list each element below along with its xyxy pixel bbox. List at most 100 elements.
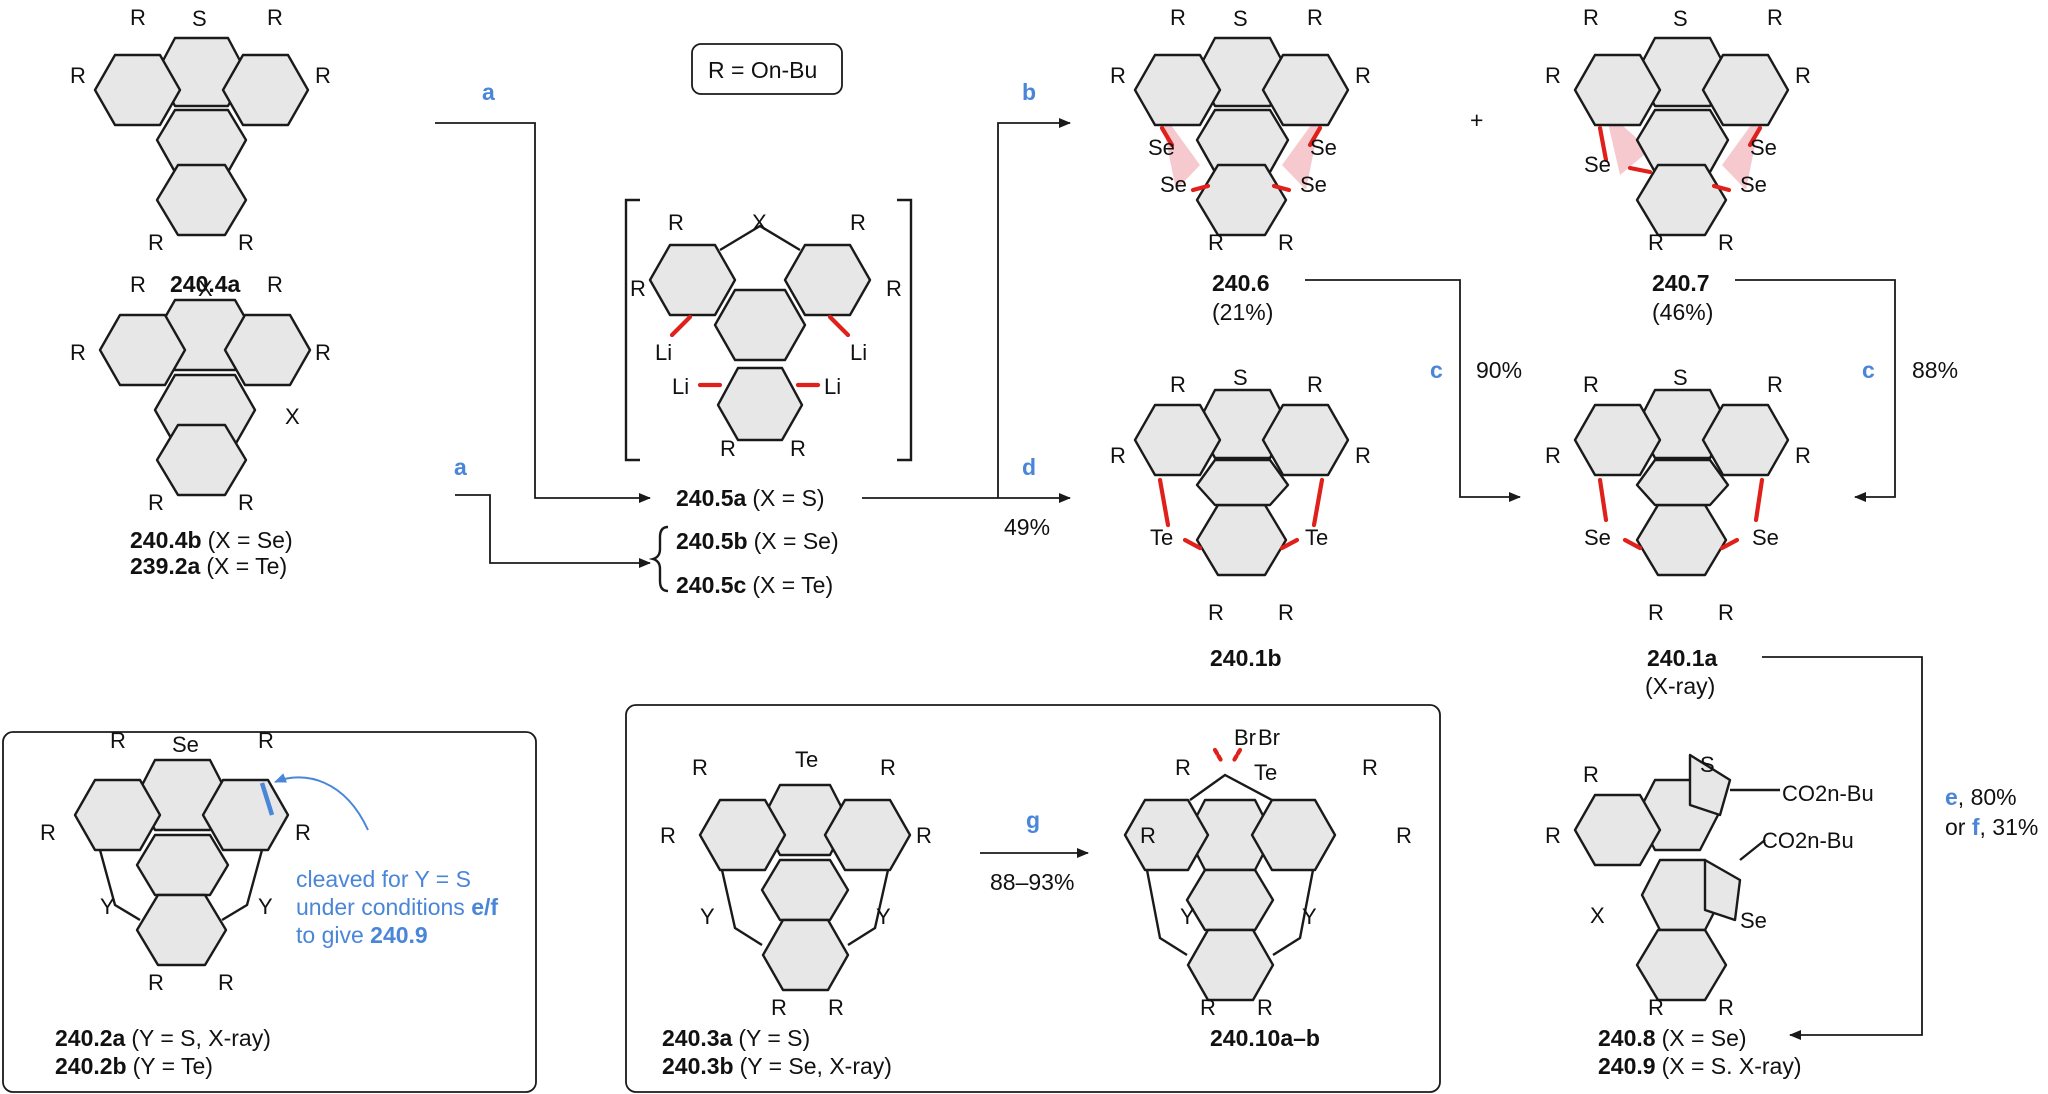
atom-r: R [692, 755, 708, 780]
yield-e: , 80% [1958, 784, 2017, 810]
compound-label: 240.3b [662, 1053, 734, 1079]
plus-sign: + [1470, 107, 1483, 133]
atom-r: R [880, 755, 896, 780]
svg-text:or f, 31%: or f, 31% [1945, 814, 2038, 840]
atom-r: R [1170, 372, 1186, 397]
atom-r: R [1648, 230, 1664, 255]
condition-d: d [1022, 454, 1036, 480]
note-line-1: cleaved for Y = S [296, 866, 471, 892]
yield-f: , 31% [1980, 814, 2039, 840]
condition-a: a [482, 79, 495, 105]
molecule-240-4b: X X R R R R R R 240.4b(X = Se) 239.2a(X … [70, 272, 331, 579]
atom-te: Te [795, 747, 818, 772]
atom-r: R [1545, 63, 1561, 88]
atom-r: R [1278, 230, 1294, 255]
atom-r: R [1110, 63, 1126, 88]
atom-r: R [258, 728, 274, 753]
atom-r: R [1170, 5, 1186, 30]
atom-r: R [720, 436, 736, 461]
svg-text:240.5a(X = S): 240.5a(X = S) [676, 485, 825, 511]
compound-note: (X = Se) [754, 528, 839, 554]
atom-r: R [70, 340, 86, 365]
compound-note: (X = S) [752, 485, 824, 511]
atom-r: R [1583, 762, 1599, 787]
atom-r: R [1648, 995, 1664, 1020]
molecule-240-6: S Se Se Se Se R R R R R R 240.6 (21%) [1110, 5, 1371, 325]
atom-r: R [70, 63, 86, 88]
atom-se: Se [1584, 152, 1611, 177]
atom-r: R [1110, 443, 1126, 468]
atom-r: R [1175, 755, 1191, 780]
compound-label: 240.2b [55, 1053, 127, 1079]
atom-r: R [1208, 600, 1224, 625]
atom-y: Y [258, 894, 273, 919]
atom-y: Y [876, 904, 891, 929]
compound-note: (Y = Te) [133, 1053, 213, 1079]
svg-text:240.5b(X = Se): 240.5b(X = Se) [676, 528, 839, 554]
atom-se: Se [1148, 135, 1175, 160]
svg-text:240.2b(Y = Te): 240.2b(Y = Te) [55, 1053, 213, 1079]
atom-br: Br [1258, 725, 1280, 750]
atom-r: R [238, 490, 254, 515]
arrow-a-top: a [435, 79, 651, 503]
atom-s: S [1233, 365, 1248, 390]
atom-te: Te [1254, 760, 1277, 785]
atom-r: R [886, 276, 902, 301]
compound-label: 240.8 [1598, 1025, 1656, 1051]
molecule-240-5: X R R R R Li Li Li Li R R 240.5a(X = S) … [624, 198, 913, 598]
compound-note: (X-ray) [1645, 673, 1715, 699]
atom-li: Li [655, 340, 672, 365]
svg-text:240.8(X = Se): 240.8(X = Se) [1598, 1025, 1747, 1051]
atom-r: R [1718, 600, 1734, 625]
atom-r: R [267, 5, 283, 30]
atom-r: R [1278, 600, 1294, 625]
compound-yield: (21%) [1212, 299, 1273, 325]
atom-s: S [1673, 365, 1688, 390]
ester-group: CO2n-Bu [1762, 828, 1854, 853]
compound-label: 240.1b [1210, 645, 1282, 671]
compound-note: (X = Te) [206, 553, 287, 579]
ester-group: CO2n-Bu [1782, 781, 1874, 806]
atom-r: R [1307, 372, 1323, 397]
atom-r: R [148, 970, 164, 995]
compound-note: (X = Te) [752, 572, 833, 598]
atom-r: R [1396, 823, 1412, 848]
atom-se: Se [1740, 172, 1767, 197]
atom-r: R [148, 230, 164, 255]
svg-text:240.2a(Y = S, X-ray): 240.2a(Y = S, X-ray) [55, 1025, 271, 1051]
atom-r: R [130, 5, 146, 30]
r-definition-box: R = On-Bu [691, 43, 843, 95]
atom-r: R [40, 820, 56, 845]
atom-se: Se [1752, 525, 1779, 550]
condition-g: g [1026, 807, 1040, 833]
atom-s: S [1673, 6, 1688, 31]
condition-c: c [1862, 357, 1875, 383]
note-compound: 240.9 [370, 922, 428, 948]
compound-label: 240.5b [676, 528, 748, 554]
compound-note: (X = Se) [1662, 1025, 1747, 1051]
box-240-3: Te Y Y R R R R R R 240.3a(Y = S) 240.3b(… [625, 704, 1441, 1093]
svg-text:under conditions e/f: under conditions e/f [296, 894, 498, 920]
svg-text:240.4b(X = Se): 240.4b(X = Se) [130, 527, 293, 553]
atom-r: R [1583, 5, 1599, 30]
yield-d: 49% [1004, 514, 1050, 540]
atom-x: X [1590, 903, 1605, 928]
atom-se: Se [1160, 172, 1187, 197]
atom-r: R [1648, 600, 1664, 625]
atom-r: R [1767, 5, 1783, 30]
atom-r: R [828, 995, 844, 1020]
arrow-b-d: b d 49% [862, 79, 1071, 540]
compound-note: (Y = Se, X-ray) [740, 1053, 892, 1079]
compound-label: 240.6 [1212, 270, 1270, 296]
atom-r: R [130, 272, 146, 297]
atom-te: Te [1150, 525, 1173, 550]
svg-text:to give 240.9: to give 240.9 [296, 922, 428, 948]
compound-label: 240.10a–b [1210, 1025, 1320, 1051]
compound-label: 240.4a [170, 271, 241, 297]
atom-r: R [1718, 230, 1734, 255]
atom-r: R [1545, 823, 1561, 848]
yield-c: 88% [1912, 357, 1958, 383]
atom-r: R [1307, 5, 1323, 30]
atom-s: S [192, 6, 207, 31]
